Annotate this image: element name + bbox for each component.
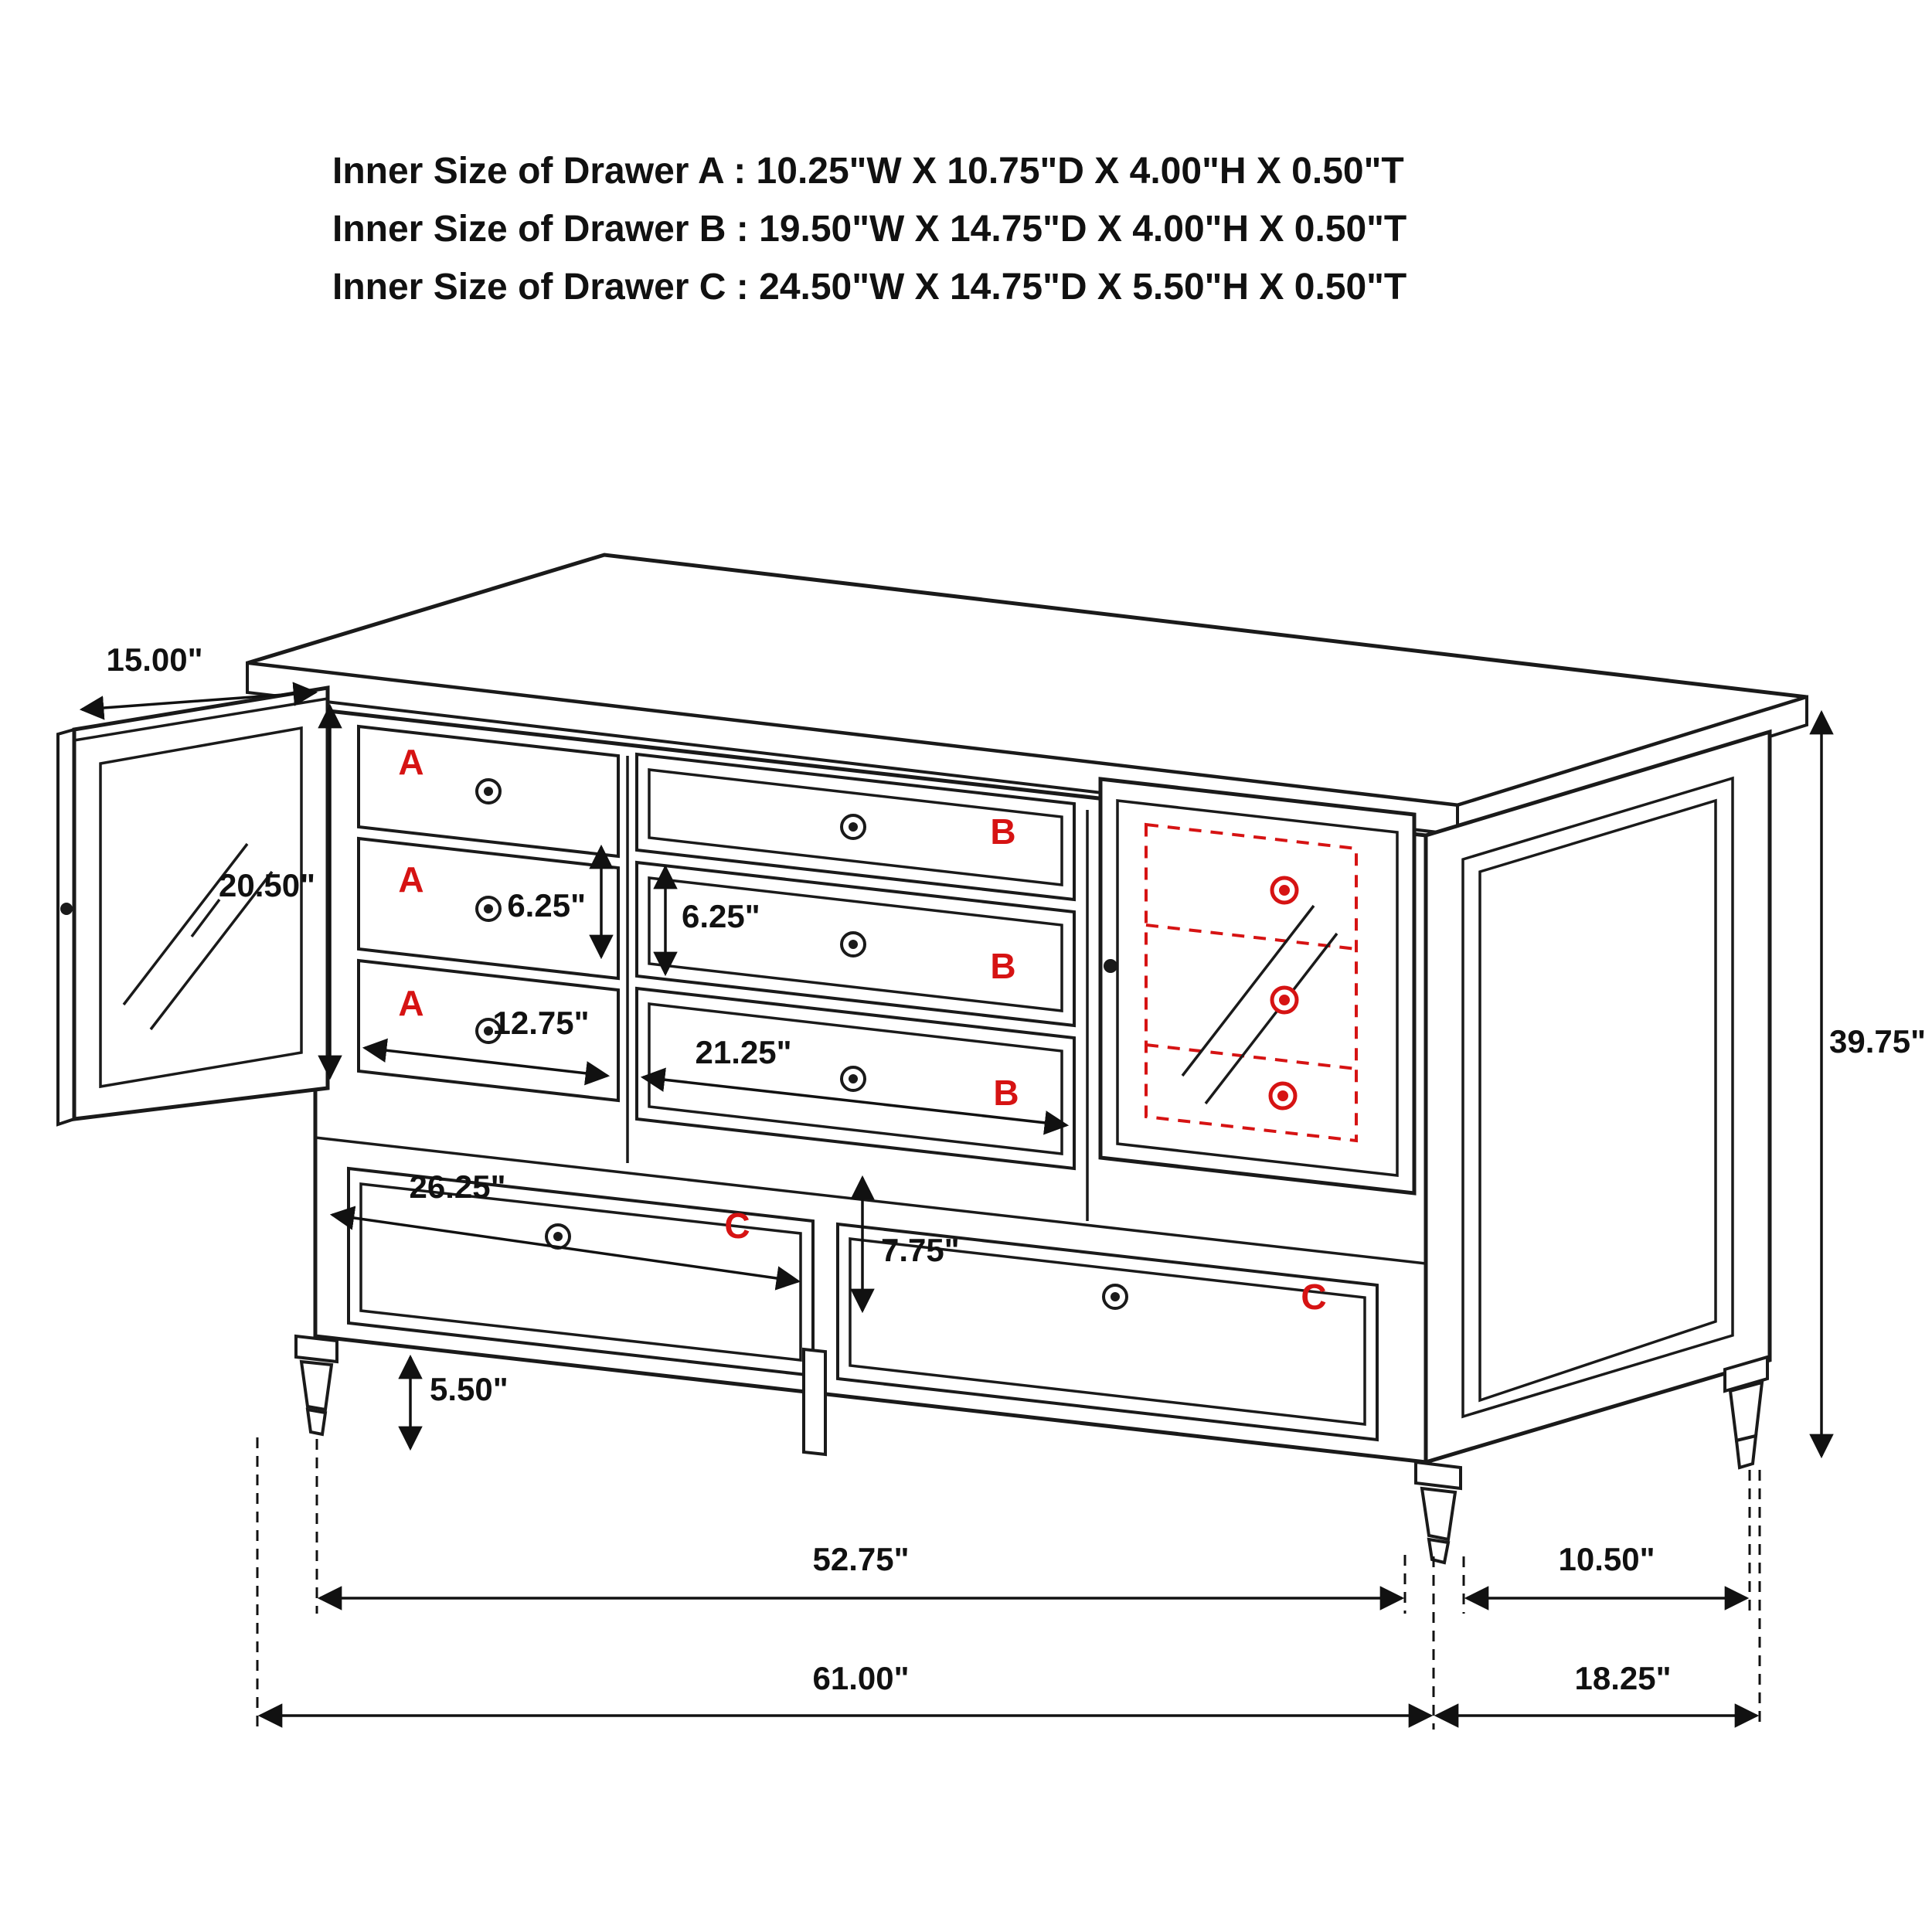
hidden-drawer-knob-icon [1268,1081,1298,1111]
dim-b-width-label: 21.25" [695,1034,791,1070]
mirror-shine-mark [1204,932,1338,1105]
drawer-b2-knob-icon [840,931,866,957]
dim-b-gap-label: 6.25" [682,898,760,934]
drawer-letter-labels: A A A B B B C C [398,742,1326,1317]
mirror-shine-mark [122,842,249,1006]
dim-door-width-label: 15.00" [106,641,202,678]
dim-overall-depth-label: 18.25" [1574,1660,1671,1696]
drawer-b2-letter: B [990,946,1015,986]
dim-a-width-label: 12.75" [492,1005,589,1041]
dresser-side-panel [1423,729,1772,1465]
dim-overall-width-label: 61.00" [812,1660,909,1696]
hidden-drawer-knob-icon [1270,876,1299,905]
right-door-knob-icon [1104,959,1117,973]
drawer-b-size-text: Inner Size of Drawer B : 19.50"W X 14.75… [332,209,1406,250]
title-block: Inner Size of Drawer A : 10.25"W X 10.75… [332,151,1406,308]
drawer-a1-letter: A [398,742,423,782]
drawer-b3-knob-icon [840,1066,866,1092]
drawer-a2-letter: A [398,859,423,900]
mirror-shine-mark [1181,904,1315,1077]
drawer-c1-letter: C [724,1206,750,1246]
dimension-annotations [79,682,1834,1730]
drawer-a2-knob-icon [475,896,502,922]
dim-door-height-label: 20.50" [219,867,315,903]
drawer-c2-knob-icon [1102,1284,1128,1310]
drawer-a1-knob-icon [475,778,502,804]
drawer-b3-letter: B [993,1073,1019,1113]
dim-leg-height-label: 5.50" [430,1371,509,1407]
dim-c-height-label: 7.75" [881,1232,960,1268]
dim-overall-height-label: 39.75" [1829,1023,1926,1060]
right-mirror-door [1098,777,1417,1196]
drawer-b1-knob-icon [840,814,866,840]
dim-side-inset-label: 10.50" [1558,1541,1655,1577]
drawer-a-size-text: Inner Size of Drawer A : 10.25"W X 10.75… [332,151,1404,192]
hidden-drawer-outline [1145,822,1358,1143]
open-left-door [56,685,330,1127]
left-door-knob-icon [60,903,73,915]
drawer-a3-letter: A [398,983,423,1023]
drawer-b1-letter: B [990,811,1015,852]
mirror-shine-mark [149,870,274,1031]
drawer-c2-letter: C [1301,1277,1326,1317]
dim-a-gap-label: 6.25" [507,887,586,923]
dresser-legs [294,1334,1769,1565]
mirror-shine-mark [190,898,221,938]
hidden-drawer-knob-icon [1270,985,1299,1015]
dim-c-width-label: 26.25" [409,1168,505,1205]
dimension-labels: 15.00" 20.50" 6.25" 6.25" 12.75" 21.25" … [106,641,1926,1696]
drawer-c-size-text: Inner Size of Drawer C : 24.50"W X 14.75… [332,267,1406,308]
drawer-c2 [836,1222,1379,1442]
dim-front-width-label: 52.75" [812,1541,909,1577]
